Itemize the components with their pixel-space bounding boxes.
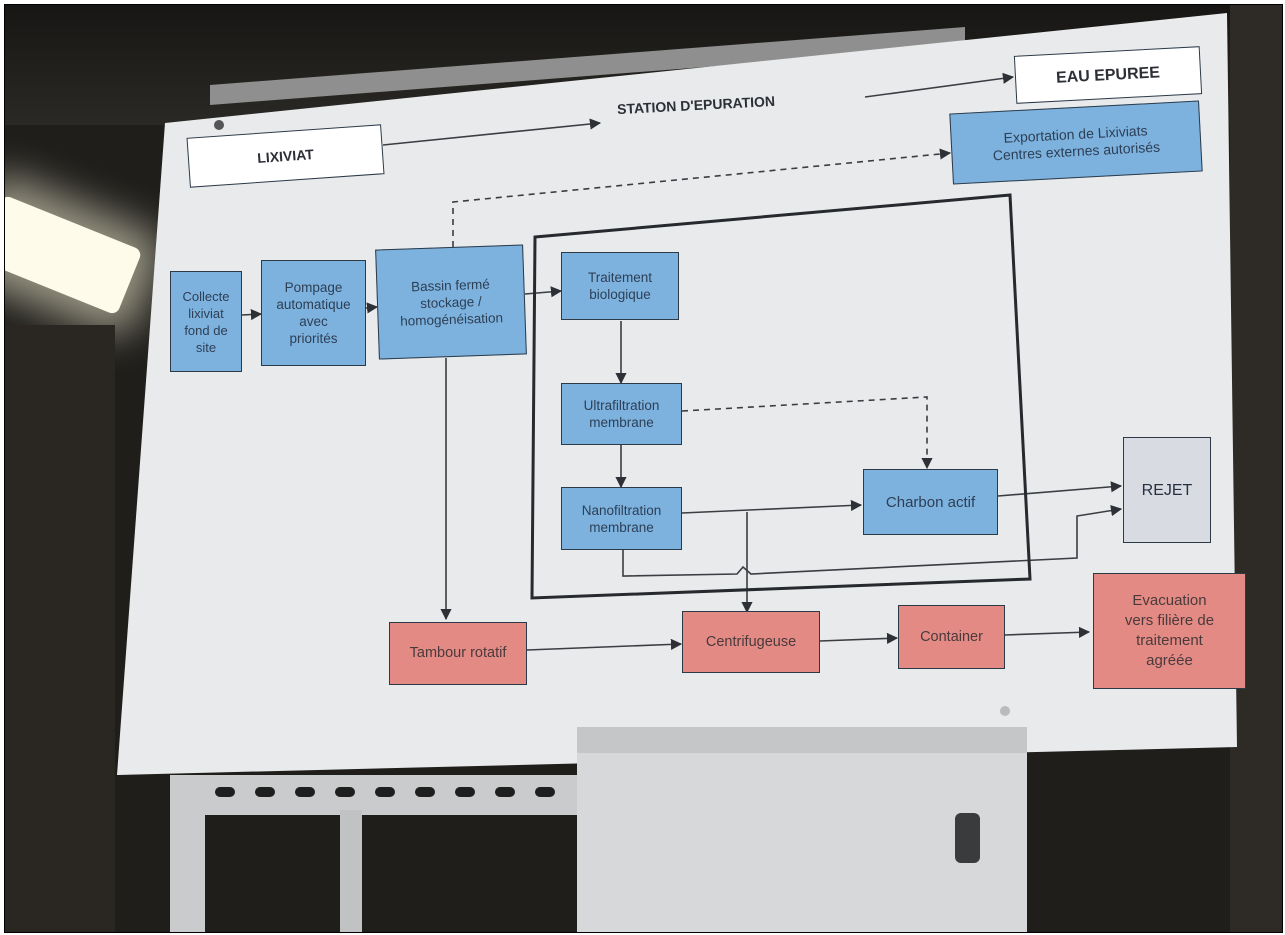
top-rail (210, 27, 965, 105)
ultrafiltration-label: Ultrafiltration membrane (583, 398, 660, 430)
arrow-ultra-to-charbon (681, 396, 933, 470)
left-wall (5, 325, 115, 932)
electrical-cabinet (577, 727, 1027, 932)
arrow-bassin-to-export (452, 148, 952, 247)
board-screw-2 (1000, 706, 1010, 716)
container-box: Container (898, 605, 1005, 669)
strut-slots (215, 787, 555, 797)
collecte-label: Collecte lixiviat fond de site (182, 288, 230, 355)
board-screw (214, 120, 224, 130)
right-wall (1230, 5, 1282, 932)
arrow-pompage-to-bassin (365, 302, 379, 314)
station-boundary (530, 193, 1032, 600)
centrifugeuse-label: Centrifugeuse (705, 633, 797, 650)
lixiviat-label: LIXIVIAT (256, 145, 315, 166)
container-label: Container (920, 628, 983, 645)
arrow-container-to-evac (1004, 626, 1091, 638)
steel-post-left (170, 775, 205, 932)
charbon-label: Charbon actif (885, 493, 976, 511)
pompage-label: Pompage automatique avec priorités (276, 280, 351, 346)
arrow-lixiviat-to-station (382, 118, 602, 146)
arrow-bassin-to-traitement (524, 286, 563, 298)
traitement-box: Traitement biologique (561, 252, 679, 320)
tambour-label: Tambour rotatif (409, 645, 507, 661)
export-box: Exportation de Lixiviats Centres externe… (949, 100, 1203, 185)
eau-epuree-label: EAU EPUREE (1055, 63, 1161, 87)
arrow-charbon-to-rejet (997, 481, 1123, 497)
steel-post-mid (340, 810, 362, 932)
arrow-station-to-eau (864, 72, 1015, 98)
rejet-box: REJET (1123, 437, 1211, 543)
nanofiltration-box: Nanofiltration membrane (561, 487, 682, 550)
arrow-collecte-to-pompage (241, 308, 263, 321)
charbon-box: Charbon actif (863, 469, 998, 535)
ultrafiltration-box: Ultrafiltration membrane (561, 383, 682, 445)
arrow-centri-to-container (819, 632, 899, 644)
evacuation-box: Evacuation vers filière de traitement ag… (1093, 573, 1246, 689)
traitement-label: Traitement biologique (587, 270, 653, 302)
arrow-tambour-to-centri (526, 638, 683, 651)
tambour-box: Tambour rotatif (389, 622, 527, 685)
nanofiltration-label: Nanofiltration membrane (581, 502, 662, 535)
evacuation-label: Evacuation vers filière de traitement ag… (1124, 592, 1215, 669)
export-label: Exportation de Lixiviats Centres externe… (992, 121, 1161, 163)
bassin-box: Bassin fermé stockage / homogénéisation (375, 244, 527, 360)
cabinet-lock (955, 813, 980, 863)
eau-epuree-box: EAU EPUREE (1013, 46, 1203, 104)
centrifugeuse-box: Centrifugeuse (682, 611, 820, 673)
pompage-box: Pompage automatique avec priorités (261, 260, 366, 366)
arrow-nano-to-charbon (681, 499, 863, 514)
photo-frame: LIXIVIAT STATION D'EPURATION EAU EPUREE … (4, 4, 1283, 933)
bassin-label: Bassin fermé stockage / homogénéisation (399, 276, 504, 329)
collecte-box: Collecte lixiviat fond de site (170, 271, 242, 372)
rejet-label: REJET (1141, 481, 1193, 499)
cabinet-lid (577, 727, 1027, 753)
